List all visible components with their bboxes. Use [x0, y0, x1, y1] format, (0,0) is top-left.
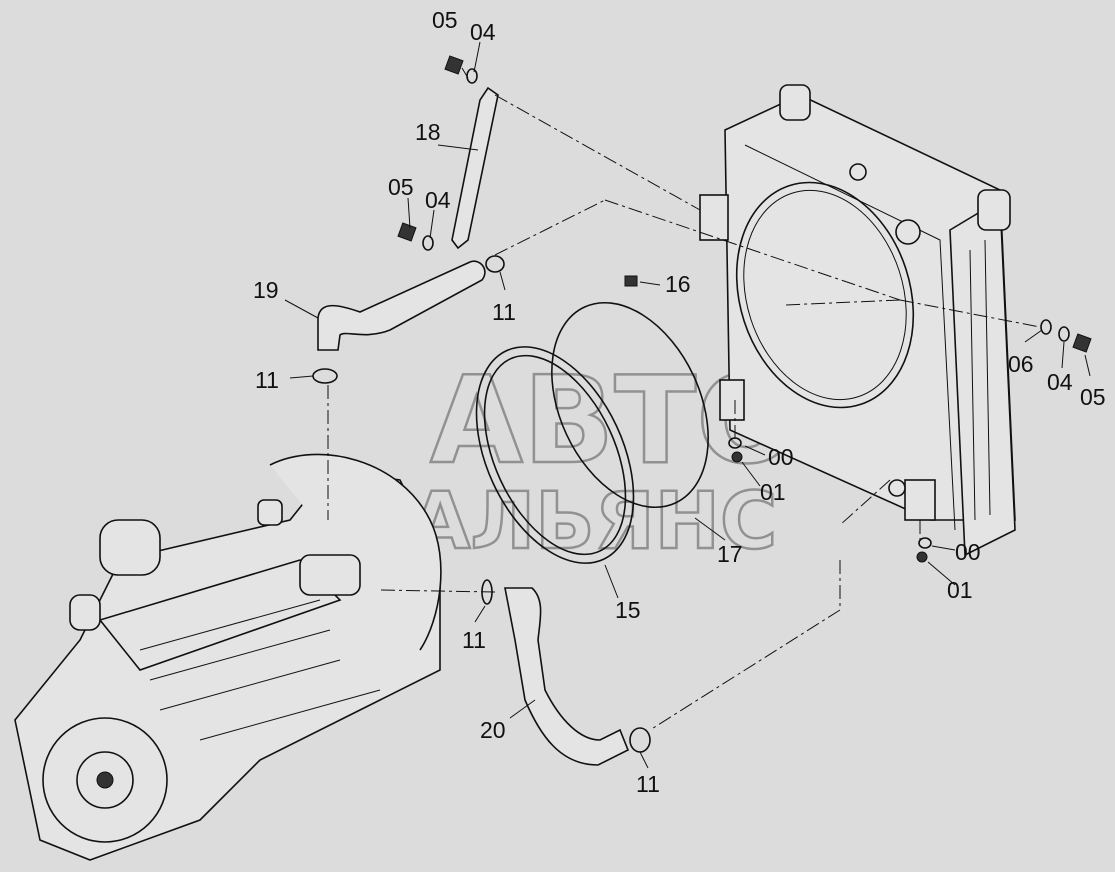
stay-bar — [451, 86, 499, 250]
callout-04-right: 04 — [1047, 369, 1073, 395]
callouts: 05 04 18 05 04 19 11 11 16 06 04 05 00 0… — [253, 7, 1106, 797]
radiator-assembly — [699, 84, 1016, 557]
engine-block — [14, 453, 442, 861]
callout-11-b: 11 — [492, 299, 516, 325]
callout-04-top: 04 — [470, 19, 496, 45]
callout-00-b: 00 — [955, 539, 981, 565]
callout-05-right: 05 — [1080, 384, 1106, 410]
callout-05-mid: 05 — [388, 174, 414, 200]
callout-01-a: 01 — [760, 479, 786, 505]
callout-06: 06 — [1008, 351, 1034, 377]
callout-04-mid: 04 — [425, 187, 451, 213]
lower-hose — [504, 587, 630, 766]
callout-17: 17 — [717, 541, 743, 567]
hose-clamp-lower — [629, 727, 651, 753]
fan-shroud-ring — [475, 346, 635, 564]
clip-part-16 — [624, 275, 638, 287]
callout-19: 19 — [253, 277, 279, 303]
callout-05-top: 05 — [432, 7, 458, 33]
shroud-seal — [551, 301, 709, 509]
callout-16: 16 — [665, 271, 691, 297]
callout-00-a: 00 — [768, 444, 794, 470]
callout-11-a: 11 — [255, 367, 279, 393]
callout-11-d: 11 — [636, 771, 660, 797]
callout-15: 15 — [615, 597, 641, 623]
leader-lines — [284, 41, 1091, 769]
callout-20: 20 — [480, 717, 506, 743]
upper-hose — [317, 260, 486, 351]
callout-01-b: 01 — [947, 577, 973, 603]
hose-clamp-engine-upper — [312, 368, 338, 384]
callout-18: 18 — [415, 119, 441, 145]
fasteners — [397, 55, 1092, 563]
hose-clamp-upper — [485, 255, 505, 273]
callout-11-c: 11 — [462, 627, 486, 653]
